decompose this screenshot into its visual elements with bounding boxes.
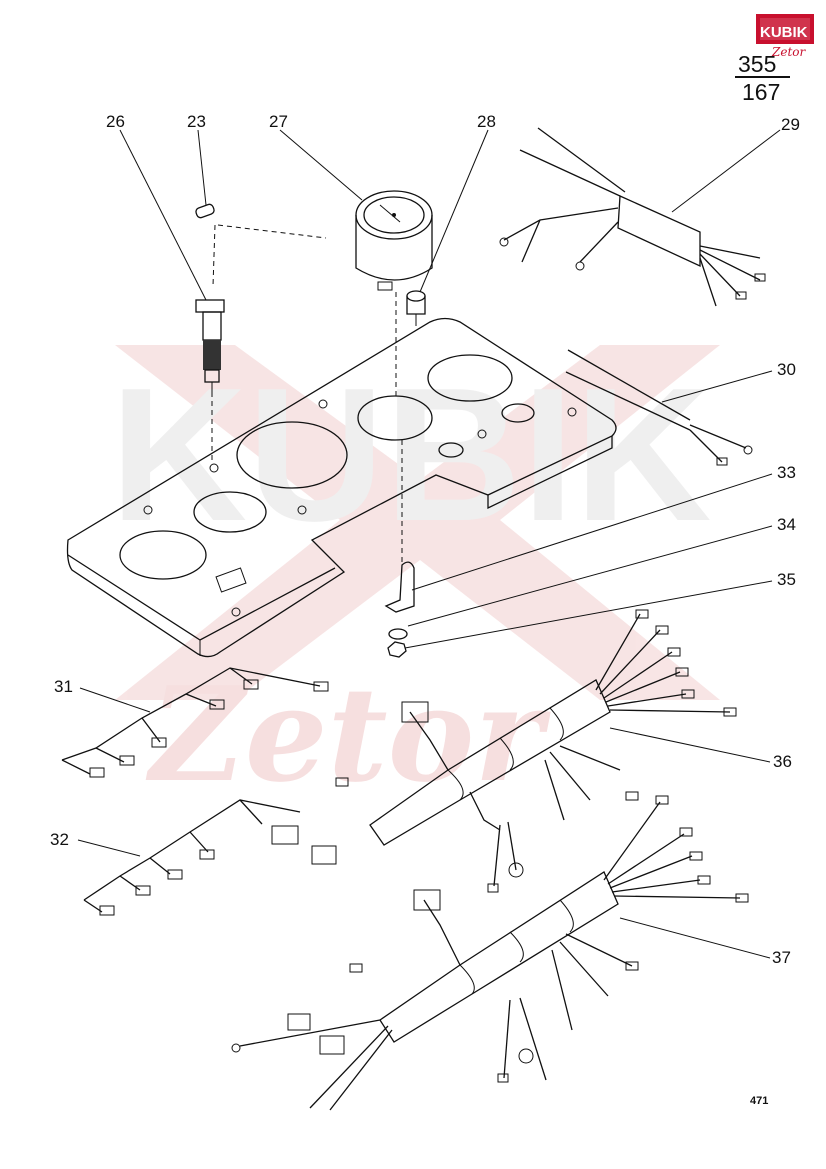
callout-30: 30	[777, 360, 796, 379]
page-number: 355 167	[735, 51, 790, 105]
callout-34: 34	[777, 515, 796, 534]
callout-37: 37	[772, 948, 791, 967]
harness-29	[499, 127, 766, 307]
watermark: KUBIK Zetor	[110, 345, 720, 811]
washer-34	[388, 628, 408, 640]
gauge-27	[355, 190, 433, 291]
callout-32: 32	[50, 830, 69, 849]
harness-32	[83, 799, 337, 916]
harness-37	[231, 795, 749, 1111]
logo-text: KUBIK	[760, 24, 808, 41]
instrument-panel-plate	[66, 317, 617, 658]
callout-29: 29	[781, 115, 800, 134]
nut-35	[387, 641, 407, 658]
harness-36	[335, 609, 737, 893]
leader-lines	[77, 129, 781, 959]
callout-36: 36	[773, 752, 792, 771]
watermark-script: Zetor	[145, 658, 551, 811]
harness-30	[565, 349, 753, 466]
indicator-lamp-28	[406, 290, 426, 326]
logo-subtext: Zetor	[771, 45, 806, 59]
switch-26	[195, 299, 225, 392]
harness-31	[61, 667, 329, 778]
page-denominator: 167	[742, 79, 780, 105]
page-numerator: 355	[738, 51, 776, 77]
callout-26: 26	[106, 112, 125, 131]
callout-33: 33	[777, 463, 796, 482]
callout-labels: 26 23 27 28 29 30 33 34 35 31 36 32 37	[50, 112, 800, 967]
callout-35: 35	[777, 570, 796, 589]
callout-28: 28	[477, 112, 496, 131]
callout-23: 23	[187, 112, 206, 131]
callout-27: 27	[269, 112, 288, 131]
bracket-33	[384, 561, 415, 613]
kubik-logo: KUBIK Zetor	[756, 14, 814, 59]
bulb-23	[195, 203, 215, 219]
figure-number: 471	[750, 1095, 768, 1107]
callout-31: 31	[54, 677, 73, 696]
